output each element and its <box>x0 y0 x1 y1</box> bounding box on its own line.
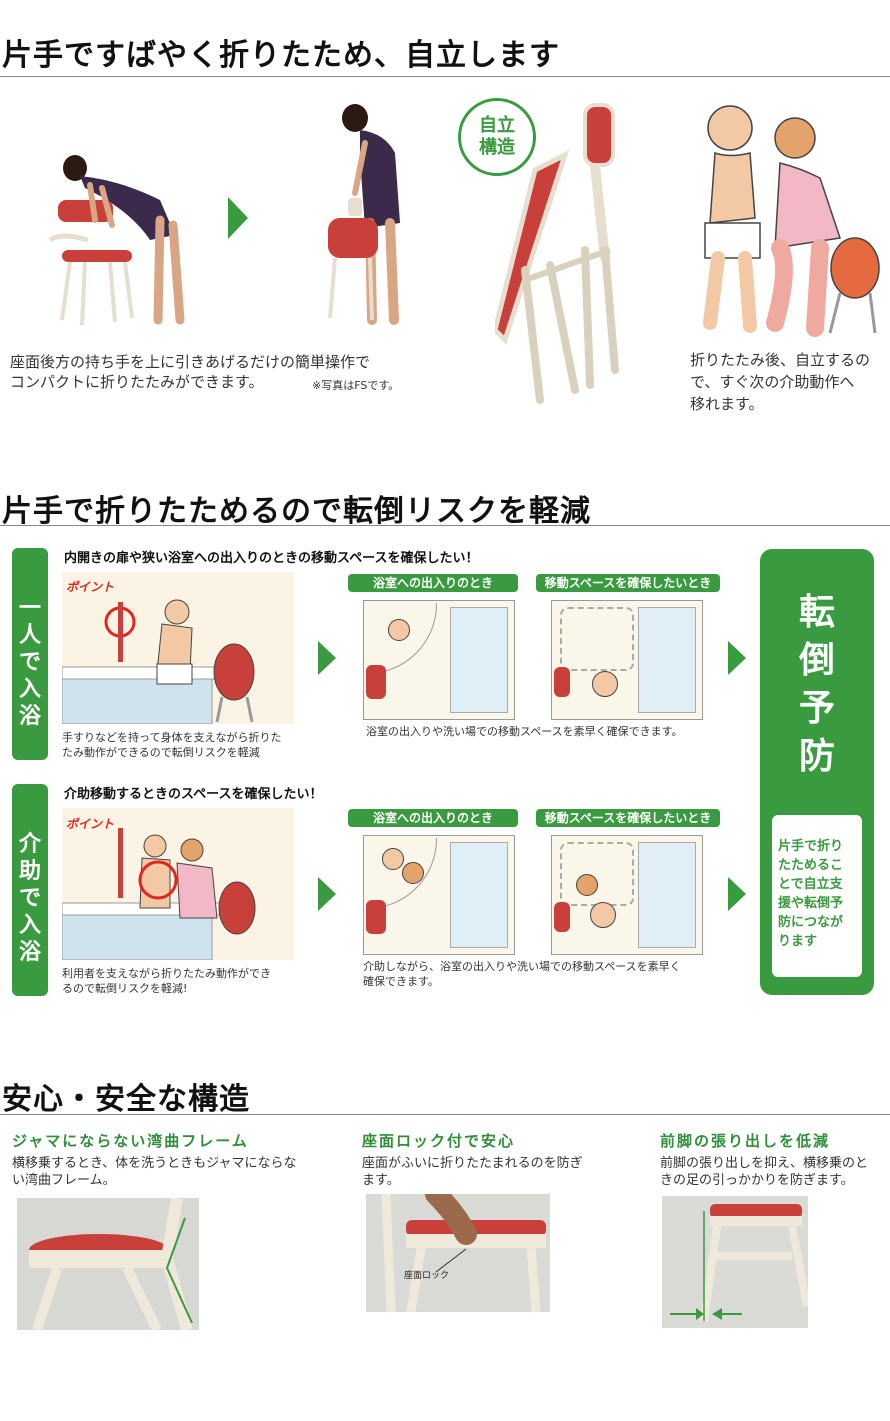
row2-plan-caption-1: 介助しながら、浴室の出入りや洗い場での移動スペースを素早く <box>363 960 681 973</box>
badge-line2: 構造 <box>479 137 515 158</box>
seat-lock-label: 座面ロック <box>404 1271 450 1281</box>
result-arrow-2 <box>728 877 746 911</box>
section3-divider <box>0 1114 890 1115</box>
solo-bath-illustration <box>62 572 294 724</box>
row2-pill-entering: 浴室への出入りのとき <box>348 809 518 827</box>
tab-char: 入 <box>18 913 41 938</box>
tab-char: 一 <box>18 596 41 621</box>
col2-line2: ます。 <box>362 1173 400 1188</box>
col2-title: 座面ロック付で安心 <box>362 1132 516 1150</box>
result-char: 転 <box>798 592 835 633</box>
point-label-2: ポイント <box>66 817 115 831</box>
col1-title: ジャマにならない湾曲フレーム <box>12 1132 249 1150</box>
caregiver-illustration <box>703 105 880 337</box>
col2-line1: 座面がふいに折りたたまれるのを防ぎ <box>362 1156 583 1171</box>
tab-char: 助 <box>18 859 41 884</box>
row1-plan-space <box>551 600 703 720</box>
result-note-line: たためるこ <box>778 858 844 873</box>
section1-divider <box>0 76 890 77</box>
row2-pill-space: 移動スペースを確保したいとき <box>536 809 720 827</box>
photo-note: ※写真はFSです。 <box>312 379 400 392</box>
section1-caption-right-1: 折りたたみ後、自立するの <box>690 351 871 369</box>
section2-divider <box>0 525 890 526</box>
row2-plan-entering <box>363 835 515 955</box>
result-char: 予 <box>798 688 835 729</box>
row1-pill-space: 移動スペースを確保したいとき <box>536 574 720 592</box>
folded-chair-standing-photo <box>495 103 619 404</box>
step-arrow-1 <box>228 197 248 239</box>
section3-heading: 安心・安全な構造 <box>2 1082 250 1117</box>
tab-solo-bathing: 一 人 で 入 浴 <box>12 548 48 760</box>
section1-caption-left-1: 座面後方の持ち手を上に引きあげるだけの簡単操作で <box>10 353 371 371</box>
result-note-line: とで自立支 <box>778 877 843 892</box>
col3-line2: きの足の引っかかりを防ぎます。 <box>660 1173 854 1188</box>
point-label-1: ポイント <box>66 580 115 594</box>
row1-pill-entering: 浴室への出入りのとき <box>348 574 518 592</box>
assisted-bath-illustration <box>62 808 294 960</box>
row2-left-caption-1: 利用者を支えながら折りたたみ動作ができ <box>62 967 271 980</box>
result-arrow-1 <box>728 641 746 675</box>
tab-char: 浴 <box>18 940 41 965</box>
front-legs-photo <box>662 1196 808 1328</box>
seat-lock-photo <box>366 1194 550 1312</box>
row2-arrow <box>318 877 336 911</box>
row1-left-caption-1: 手すりなどを持って身体を支えながら折りた <box>62 731 282 744</box>
tab-char: 入 <box>18 677 41 702</box>
woman-folding-chair-photo <box>48 155 185 326</box>
tab-char: で <box>18 886 41 911</box>
result-note-line: ります <box>778 934 818 949</box>
row1-arrow <box>318 641 336 675</box>
result-note-box: 片手で折り たためるこ とで自立支 援や転倒予 防につなが ります <box>772 815 862 977</box>
self-standing-badge: 自立 構造 <box>458 98 536 176</box>
result-note-line: 援や転倒予 <box>778 896 844 911</box>
row1-plan-caption: 浴室の出入りや洗い場での移動スペースを素早く確保できます。 <box>366 725 683 738</box>
result-char: 倒 <box>798 640 835 681</box>
row1-plan-entering <box>363 600 515 720</box>
tab-char: 人 <box>18 623 41 648</box>
tab-char: 浴 <box>18 704 41 729</box>
section1-caption-right-3: 移れます。 <box>690 395 764 413</box>
row2-question: 介助移動するときのスペースを確保したい！ <box>64 787 323 802</box>
result-char: 防 <box>798 736 835 777</box>
tab-assisted-bathing: 介 助 で 入 浴 <box>12 784 48 996</box>
badge-line1: 自立 <box>479 115 515 136</box>
section1-caption-left-2: コンパクトに折りたたみができます。 <box>10 373 264 391</box>
section2-heading: 片手で折りたためるので転倒リスクを軽減 <box>2 494 591 529</box>
col1-line2: い湾曲フレーム。 <box>12 1173 116 1188</box>
curved-frame-photo <box>17 1198 199 1330</box>
fall-prevention-panel: 転 倒 予 防 片手で折り たためるこ とで自立支 援や転倒予 防につなが りま… <box>760 549 874 995</box>
col1-line1: 横移乗するとき、体を洗うときもジャマにならな <box>12 1156 297 1171</box>
result-note-line: 片手で折り <box>778 839 844 854</box>
row2-plan-space <box>551 835 703 955</box>
row1-question: 内開きの扉や狭い浴室への出入りのときの移動スペースを確保したい！ <box>64 551 479 566</box>
row2-left-caption-2: るので転倒リスクを軽減! <box>62 982 188 995</box>
col3-title: 前脚の張り出しを低減 <box>660 1132 831 1150</box>
tab-char: で <box>18 650 41 675</box>
result-note-line: 防につなが <box>778 915 844 930</box>
col3-line1: 前脚の張り出しを抑え、横移乗のと <box>660 1156 869 1171</box>
tab-char: 介 <box>18 832 41 857</box>
row2-plan-caption-2: 確保できます。 <box>363 975 439 988</box>
section1-caption-right-2: で、すぐ次の介助動作へ <box>690 373 855 391</box>
row1-left-caption-2: たみ動作ができるので転倒リスクを軽減 <box>62 746 260 759</box>
section1-heading: 片手ですばやく折りたため、自立します <box>2 38 560 73</box>
woman-lifting-chair-photo <box>328 104 400 325</box>
